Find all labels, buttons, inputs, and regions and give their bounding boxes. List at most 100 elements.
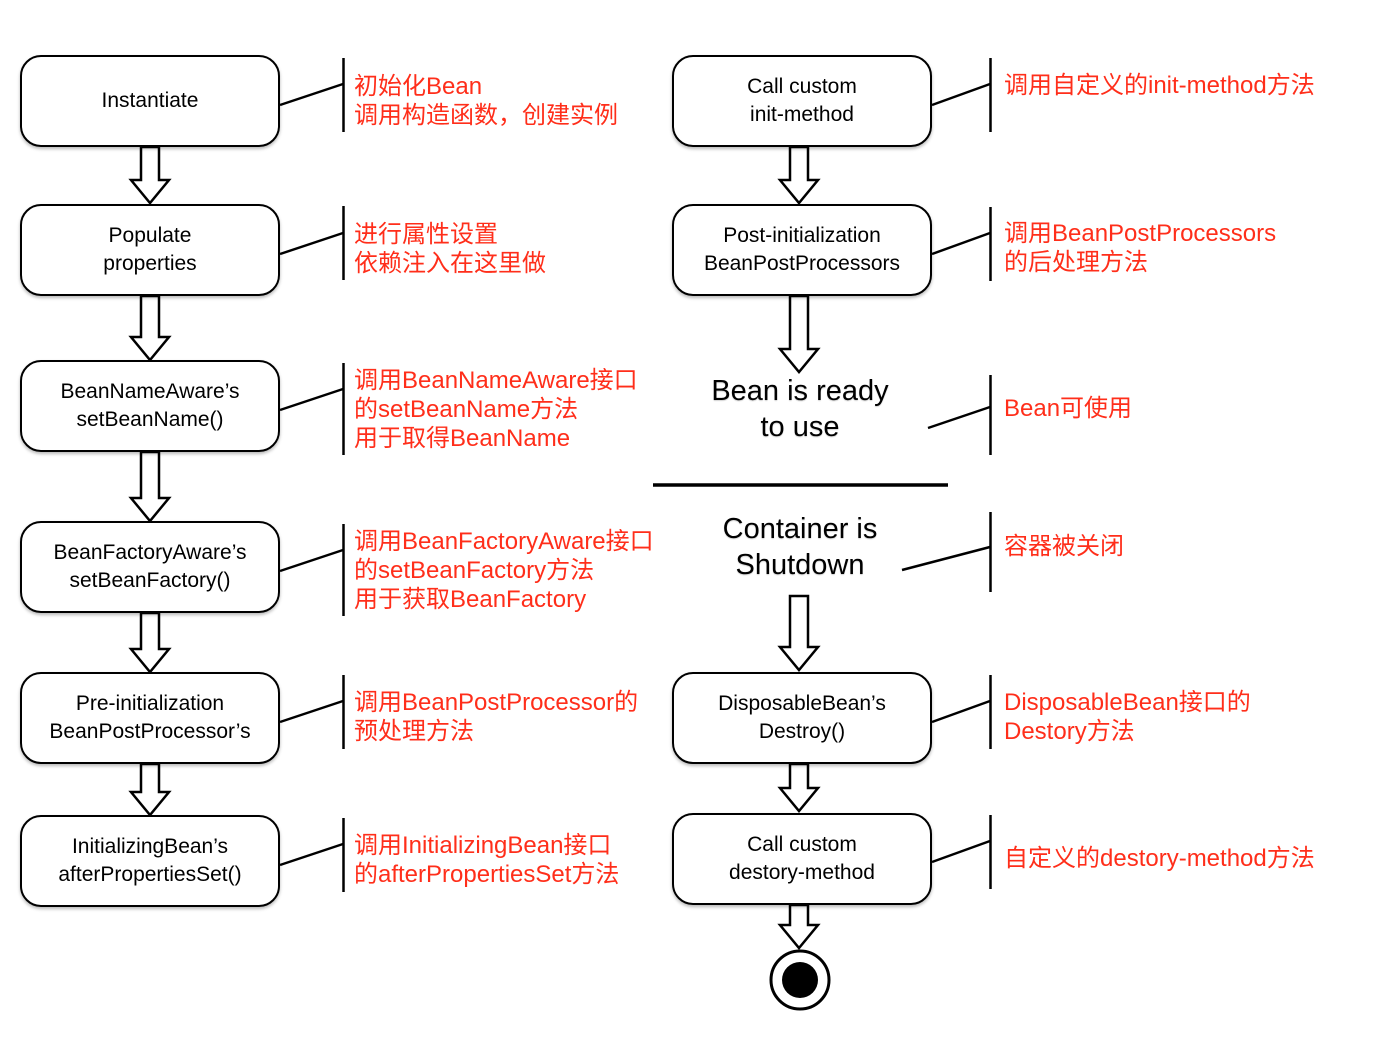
state-container-is-shutdown: Container is Shutdown xyxy=(668,511,932,583)
state-text-line: Shutdown xyxy=(735,549,865,581)
annotation-post-initialization: 调用BeanPostProcessors 的后处理方法 xyxy=(1004,219,1276,277)
box-call-custom-init-method: Call custom init-method xyxy=(672,55,932,147)
annotation-line: 的setBeanFactory方法 xyxy=(354,557,595,584)
box-label-line: destory-method xyxy=(729,861,875,884)
annotation-line: 调用InitializingBean接口 xyxy=(354,832,612,859)
annotation-line: 调用BeanPostProcessors xyxy=(1004,220,1277,247)
annotation-line: 的后处理方法 xyxy=(1004,249,1148,276)
connector-line xyxy=(279,842,344,867)
box-call-custom-destory-method: Call custom destory-method xyxy=(672,813,932,905)
box-instantiate: Instantiate xyxy=(20,55,280,147)
flow-arrow xyxy=(128,450,172,523)
flow-arrow xyxy=(128,762,172,817)
annotation-line: 的setBeanName方法 xyxy=(354,396,579,423)
annotation-line: 用于获取BeanFactory xyxy=(354,586,587,613)
box-label-line: BeanNameAware’s xyxy=(60,380,240,403)
flow-arrow xyxy=(777,903,821,950)
box-label: InitializingBean’s afterPropertiesSet() xyxy=(58,833,241,889)
flow-arrow xyxy=(777,594,821,672)
box-label: BeanNameAware’s setBeanName() xyxy=(61,378,240,434)
annotation-line: 调用BeanPostProcessor的 xyxy=(354,689,639,716)
box-post-initialization: Post-initialization BeanPostProcessors xyxy=(672,204,932,296)
box-label: DisposableBean’s Destroy() xyxy=(718,690,886,746)
box-bean-name-aware: BeanNameAware’s setBeanName() xyxy=(20,360,280,452)
annotation-call-custom-init-method: 调用自定义的init-method方法 xyxy=(1004,71,1315,100)
connector-line xyxy=(901,545,991,572)
state-bean-is-ready: Bean is ready to use xyxy=(668,373,932,445)
box-label-line: properties xyxy=(103,252,197,275)
flow-arrow xyxy=(128,145,172,205)
box-label-line: setBeanName() xyxy=(76,408,224,431)
box-label-line: InitializingBean’s xyxy=(71,835,229,858)
annotation-bean-name-aware: 调用BeanNameAware接口 的setBeanName方法 用于取得Bea… xyxy=(354,366,638,453)
state-text-line: Bean is ready xyxy=(711,375,889,407)
annotation-line: DisposableBean接口的 xyxy=(1004,689,1251,716)
flow-arrows xyxy=(128,145,821,950)
box-label: Call custom destory-method xyxy=(729,831,875,887)
connector-line xyxy=(279,231,344,256)
flow-arrow xyxy=(777,294,821,374)
connector-line xyxy=(927,405,991,430)
box-label-line: Destroy() xyxy=(758,720,846,743)
box-disposable-bean-destroy: DisposableBean’s Destroy() xyxy=(672,672,932,764)
box-label-line: Call custom xyxy=(747,833,857,856)
connector-line xyxy=(279,387,344,412)
annotation-line: 预处理方法 xyxy=(354,718,474,745)
annotation-disposable-bean-destroy: DisposableBean接口的 Destory方法 xyxy=(1004,688,1251,746)
box-label-line: BeanFactoryAware’s xyxy=(53,541,247,564)
connector-line xyxy=(279,548,344,573)
box-label-line: init-method xyxy=(750,103,854,126)
annotation-line: 调用构造函数，创建实例 xyxy=(354,102,618,129)
annotation-bean-is-ready: Bean可使用 xyxy=(1004,394,1132,423)
connector-line xyxy=(931,82,991,107)
annotation-line: 进行属性设置 xyxy=(354,221,498,248)
box-bean-factory-aware: BeanFactoryAware’s setBeanFactory() xyxy=(20,521,280,613)
annotation-bean-factory-aware: 调用BeanFactoryAware接口 的setBeanFactory方法 用… xyxy=(354,527,654,614)
final-state-inner-dot xyxy=(782,962,818,998)
box-label: Call custom init-method xyxy=(747,73,857,129)
box-populate-properties: Populate properties xyxy=(20,204,280,296)
annotation-container-is-shutdown: 容器被关闭 xyxy=(1004,532,1124,561)
annotation-pre-initialization: 调用BeanPostProcessor的 预处理方法 xyxy=(354,688,638,746)
annotation-line: 依赖注入在这里做 xyxy=(354,250,546,277)
connector-line xyxy=(931,699,991,724)
box-initializing-bean: InitializingBean’s afterPropertiesSet() xyxy=(20,815,280,907)
annotation-connectors xyxy=(279,58,992,892)
annotation-line: 调用BeanNameAware接口 xyxy=(354,367,638,394)
annotation-instantiate: 初始化Bean 调用构造函数，创建实例 xyxy=(354,72,618,130)
annotation-call-custom-destory-method: 自定义的destory-method方法 xyxy=(1004,844,1315,873)
annotation-initializing-bean: 调用InitializingBean接口 的afterPropertiesSet… xyxy=(354,831,619,889)
box-label: Instantiate xyxy=(102,87,199,115)
annotation-line: Bean可使用 xyxy=(1004,395,1133,422)
annotation-line: Destory方法 xyxy=(1004,718,1135,745)
annotation-line: 调用BeanFactoryAware接口 xyxy=(354,528,654,555)
box-label: BeanFactoryAware’s setBeanFactory() xyxy=(54,539,247,595)
annotation-line: 调用自定义的init-method方法 xyxy=(1004,72,1315,99)
flow-arrow xyxy=(128,294,172,362)
connector-line xyxy=(279,699,344,724)
box-label-line: Pre-initialization xyxy=(75,692,225,715)
connector-line xyxy=(931,839,991,864)
box-label-line: setBeanFactory() xyxy=(69,569,231,592)
box-label-line: Populate xyxy=(108,224,192,247)
annotation-line: 容器被关闭 xyxy=(1004,533,1124,560)
flow-arrow xyxy=(777,762,821,813)
box-label: Populate properties xyxy=(103,222,196,278)
box-label-line: afterPropertiesSet() xyxy=(58,863,242,886)
box-label-line: BeanPostProcessors xyxy=(703,252,901,275)
annotation-line: 用于取得BeanName xyxy=(354,425,571,452)
connector-line xyxy=(931,231,991,256)
annotation-populate-properties: 进行属性设置 依赖注入在这里做 xyxy=(354,220,546,278)
box-label: Pre-initialization BeanPostProcessor’s xyxy=(49,690,250,746)
box-pre-initialization: Pre-initialization BeanPostProcessor’s xyxy=(20,672,280,764)
annotation-line: 初始化Bean xyxy=(354,73,483,100)
flow-arrow xyxy=(777,145,821,205)
annotation-line: 的afterPropertiesSet方法 xyxy=(354,861,620,888)
box-label-line: BeanPostProcessor’s xyxy=(49,720,251,743)
box-label-line: Post-initialization xyxy=(723,224,881,247)
state-text-line: to use xyxy=(760,411,840,443)
box-label: Post-initialization BeanPostProcessors xyxy=(704,222,900,278)
connector-line xyxy=(279,82,344,107)
box-label-line: Call custom xyxy=(747,75,857,98)
